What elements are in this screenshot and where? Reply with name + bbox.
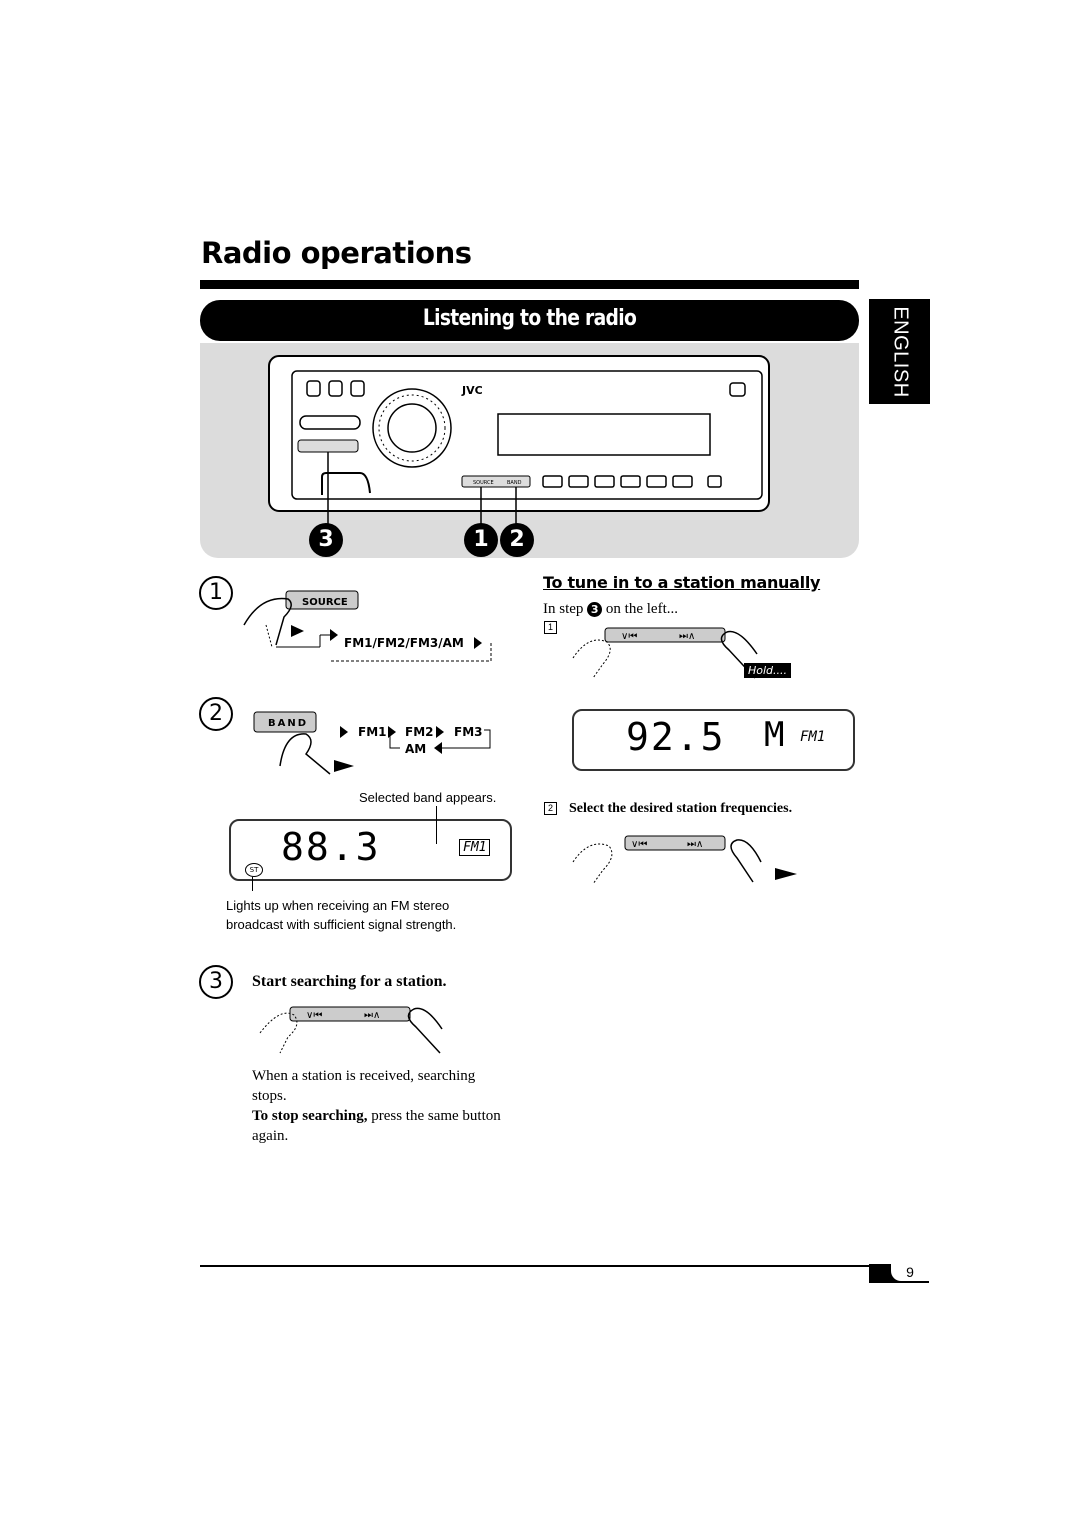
manual-heading: To tune in to a station manually: [543, 573, 821, 592]
step3-stop-bold: To stop searching,: [252, 1108, 368, 1124]
footer-rule: [200, 1265, 929, 1267]
page-number-tab: 9: [869, 1264, 929, 1283]
section-banner-label: Listening to the radio: [422, 306, 637, 331]
band-display-frequency: 88.3: [281, 825, 381, 869]
band-display: 88.3 FM1 ST: [229, 819, 512, 881]
manual-intro: In step 3 on the left...: [543, 599, 678, 619]
manual-sub2-text: Select the desired station frequencies.: [569, 801, 793, 816]
page-title: Radio operations: [201, 236, 472, 270]
band-display-band: FM1: [459, 839, 491, 856]
car-stereo-illustration: JVC SOURCE BAND: [268, 355, 770, 525]
step3-stop-rest: press the same button again.: [252, 1108, 501, 1144]
step3-text: When a station is received, searching st…: [252, 1068, 476, 1104]
callout-2: 2: [500, 523, 534, 557]
step3-heading: Start searching for a station.: [252, 973, 447, 990]
svg-text:∨⏮: ∨⏮: [306, 1010, 322, 1021]
step2-seq-am: AM: [405, 742, 426, 756]
section-banner: Listening to the radio: [200, 300, 859, 341]
step1-number: 1: [199, 576, 233, 610]
manual-intro-pre: In step: [543, 601, 588, 617]
callout-1: 1: [464, 523, 498, 557]
stereo-note: Lights up when receiving an FM stereo br…: [226, 898, 457, 932]
manual-sub2-number: 2: [544, 802, 557, 815]
manual-display-band: FM1: [800, 729, 826, 745]
manual-hold-illustration: ∨⏮ ⏭∧: [572, 627, 758, 679]
step3-stop-note: To stop searching, press the same button…: [252, 1106, 512, 1146]
device-panel: JVC SOURCE BAND: [200, 343, 859, 558]
step1-illustration: SOURCE FM1/FM2/FM3/AM: [243, 590, 492, 662]
svg-text:∨⏮: ∨⏮: [621, 631, 637, 642]
svg-text:⏭∧: ⏭∧: [679, 631, 695, 642]
device-band-label: BAND: [507, 480, 522, 486]
step1-sequence: FM1/FM2/FM3/AM: [344, 636, 464, 650]
manual-display: 92.5 M FM1: [572, 709, 855, 771]
step2-seq-fm2: FM2: [405, 725, 434, 739]
manual-select-illustration: ∨⏮ ⏭∧: [572, 835, 797, 885]
step2-illustration: BAND FM1 FM2 FM3 AM: [253, 711, 491, 775]
step2-button-label: BAND: [268, 718, 308, 729]
language-tab-label: ENGLISH: [889, 305, 911, 398]
step3-seek-illustration: ∨⏮ ⏭∧: [259, 1006, 443, 1054]
svg-text:∨⏮: ∨⏮: [631, 839, 647, 850]
step3-number: 3: [199, 965, 233, 999]
step2-seq-fm1: FM1: [358, 725, 387, 739]
title-rule: [200, 280, 859, 289]
stereo-indicator: ST: [245, 863, 263, 877]
svg-text:⏭∧: ⏭∧: [364, 1010, 380, 1021]
step2-number: 2: [199, 697, 233, 731]
device-source-label: SOURCE: [473, 480, 494, 486]
hold-label: Hold....: [744, 663, 792, 678]
manual-display-mode: M: [764, 715, 785, 755]
manual-intro-post: on the left...: [602, 601, 678, 617]
selected-band-note: Selected band appears.: [359, 790, 497, 805]
step1-button-label: SOURCE: [302, 597, 348, 608]
manual-display-frequency: 92.5: [626, 715, 726, 759]
st-note-leader: [252, 877, 253, 891]
language-tab: ENGLISH: [869, 299, 930, 404]
svg-text:⏭∧: ⏭∧: [687, 839, 703, 850]
band-note-leader: [436, 806, 437, 844]
device-brand: JVC: [461, 384, 483, 397]
manual-intro-step: 3: [587, 602, 603, 617]
step2-seq-fm3: FM3: [454, 725, 483, 739]
callout-3: 3: [309, 523, 343, 557]
manual-sub1-number: 1: [544, 621, 557, 634]
page-number: 9: [891, 1264, 929, 1281]
